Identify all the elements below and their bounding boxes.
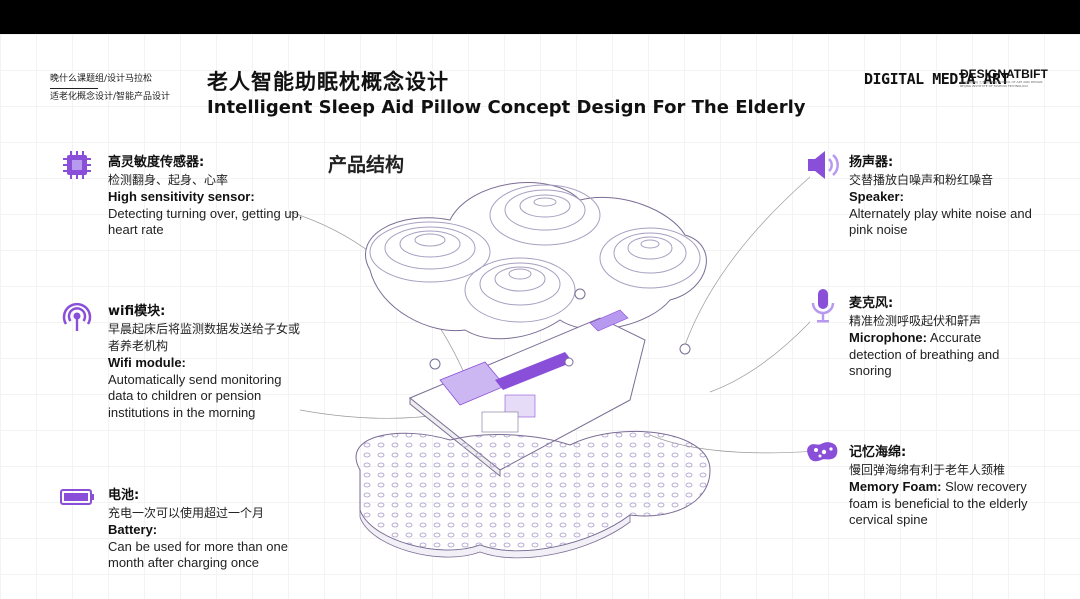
- feature-battery: 电池: 充电一次可以使用超过一个月 Battery: Can be used f…: [108, 487, 308, 572]
- speaker-icon: [808, 151, 839, 179]
- pillow-exploded-illustration: [290, 176, 810, 559]
- feature-sensor-en-block: High sensitivity sensor: Detecting turni…: [108, 189, 308, 239]
- feature-microphone-en-block: Microphone: Accurate detection of breath…: [849, 330, 1029, 380]
- feature-wifi-cn: 早晨起床后将监测数据发送给子女或者养老机构: [108, 322, 301, 353]
- feature-microphone: 麦克风: 精准检测呼吸起伏和鼾声 Microphone: Accurate de…: [849, 295, 1029, 380]
- feature-memory-foam-en-block: Memory Foam: Slow recovery foam is benef…: [849, 479, 1029, 529]
- feature-speaker-cn: 交替播放白噪声和粉红噪音: [849, 173, 994, 187]
- chip-icon: [63, 151, 91, 179]
- pillow-bottom-foam: [355, 430, 711, 559]
- wifi-icon: [62, 302, 92, 331]
- feature-sensor-cn: 检测翻身、起身、心率: [108, 173, 229, 187]
- feature-battery-cn: 充电一次可以使用超过一个月: [108, 506, 265, 520]
- page-title-cn: 老人智能助眠枕概念设计: [207, 70, 449, 94]
- feature-sensor-en-title: High sensitivity sensor:: [108, 189, 255, 204]
- feature-speaker-title: 扬声器:: [849, 155, 894, 170]
- breadcrumb-line-1: 晚什么课题组/设计马拉松: [50, 74, 153, 84]
- logo-designatbift: DESIGNATBIFT 北京服装学院 艺术设计学院 SCHOOL OF ART…: [960, 67, 1048, 89]
- logo-designatbift-text: DESIGNATBIFT: [960, 67, 1048, 81]
- feature-microphone-cn: 精准检测呼吸起伏和鼾声: [849, 314, 982, 328]
- top-black-bar: [0, 0, 1080, 34]
- breadcrumb: 晚什么课题组/设计马拉松 适老化概念设计/智能产品设计: [50, 72, 170, 105]
- feature-wifi-en-title: Wifi module:: [108, 355, 186, 370]
- feature-memory-foam-en-title: Memory Foam:: [849, 479, 942, 494]
- section-title: 产品结构: [328, 154, 405, 176]
- breadcrumb-line-2: 适老化概念设计/智能产品设计: [50, 92, 171, 102]
- feature-sensor: 高灵敏度传感器: 检测翻身、起身、心率 High sensitivity sen…: [108, 154, 308, 239]
- feature-speaker: 扬声器: 交替播放白噪声和粉红噪音 Speaker: Alternately p…: [849, 154, 1034, 239]
- logo-designatbift-subtext: 北京服装学院 艺术设计学院 SCHOOL OF ART AND DESIGN B…: [960, 81, 1043, 88]
- feature-microphone-en: Accurate detection of breathing and snor…: [849, 330, 1000, 378]
- feature-wifi: wifi模块: 早晨起床后将监测数据发送给子女或者养老机构 Wifi modul…: [108, 303, 308, 421]
- pillow-top-shell: [364, 182, 707, 340]
- feature-memory-foam-en: Slow recovery foam is beneficial to the …: [849, 479, 1028, 527]
- breadcrumb-underline: [50, 88, 98, 89]
- feature-speaker-en-block: Speaker: Alternately play white noise an…: [849, 189, 1034, 239]
- feature-sensor-title: 高灵敏度传感器:: [108, 155, 205, 170]
- microphone-icon: [811, 289, 835, 323]
- feature-speaker-en: Alternately play white noise and pink no…: [849, 205, 1032, 238]
- feature-microphone-title: 麦克风:: [849, 296, 894, 311]
- feature-battery-en: Can be used for more than one month afte…: [108, 538, 288, 571]
- feature-battery-title: 电池:: [108, 488, 140, 503]
- sponge-icon: [807, 442, 838, 462]
- feature-wifi-en: Automatically send monitoring data to ch…: [108, 371, 282, 420]
- feature-battery-en-title: Battery:: [108, 522, 158, 537]
- feature-speaker-en-title: Speaker:: [849, 189, 904, 204]
- feature-wifi-en-block: Wifi module: Automatically send monitori…: [108, 355, 308, 421]
- feature-memory-foam-title: 记忆海绵:: [849, 445, 907, 460]
- feature-wifi-title: wifi模块:: [108, 304, 166, 319]
- logo-digital-media-art: DIGITAL MEDIA ART: [864, 70, 1010, 88]
- feature-microphone-en-title: Microphone:: [849, 330, 927, 345]
- feature-memory-foam: 记忆海绵: 慢回弹海绵有利于老年人颈椎 Memory Foam: Slow re…: [849, 444, 1029, 529]
- feature-memory-foam-cn: 慢回弹海绵有利于老年人颈椎: [849, 463, 1006, 477]
- battery-icon: [60, 489, 94, 505]
- feature-battery-en-block: Battery: Can be used for more than one m…: [108, 522, 308, 572]
- feature-sensor-en: Detecting turning over, getting up, hear…: [108, 205, 303, 238]
- page-title-en: Intelligent Sleep Aid Pillow Concept Des…: [207, 97, 806, 118]
